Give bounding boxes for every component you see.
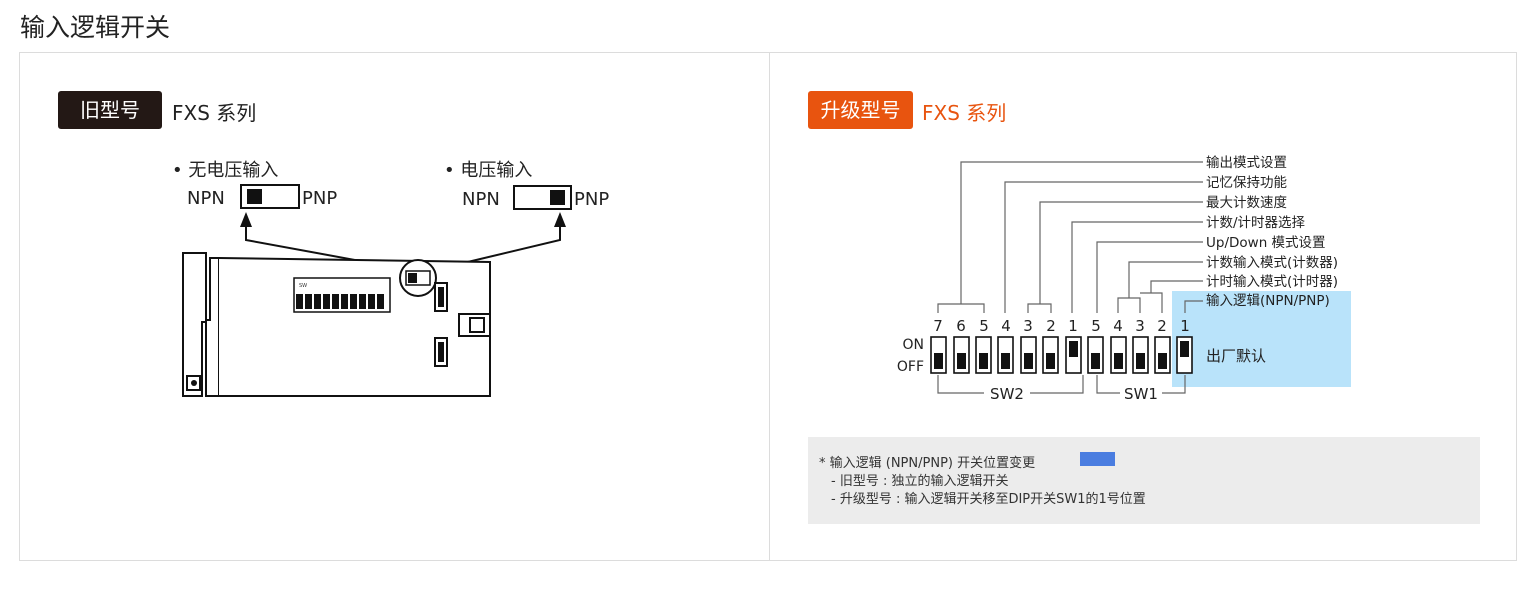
panel-divider bbox=[769, 53, 770, 560]
page-title: 输入逻辑开关 bbox=[20, 13, 171, 42]
note-line-3: - 升级型号 : 输入逻辑开关移至DIP开关SW1的1号位置 bbox=[831, 492, 1146, 507]
note-box bbox=[808, 437, 1480, 524]
sw1-num-4: 4 bbox=[1113, 317, 1123, 335]
sw1-label: SW1 bbox=[1124, 385, 1158, 403]
npn-switch bbox=[240, 184, 300, 209]
pnp-label-2: PNP bbox=[574, 189, 609, 210]
device-dip-sw-label: SW bbox=[299, 283, 307, 289]
sw2-num-1: 1 bbox=[1068, 317, 1078, 335]
new-model-dip-diagram: 输出模式设置 记忆保持功能 最大计数速度 计数/计时器选择 Up/Down 模式… bbox=[897, 155, 1351, 403]
on-label: ON bbox=[903, 337, 925, 353]
voltage-caption: • 电压输入 bbox=[444, 160, 532, 181]
npn-label-1: NPN bbox=[187, 188, 225, 209]
func-label-7: 计时输入模式(计时器) bbox=[1206, 274, 1338, 290]
func-label-2: 记忆保持功能 bbox=[1206, 175, 1287, 191]
func-label-4: 计数/计时器选择 bbox=[1206, 215, 1306, 231]
note-line-1: * 输入逻辑 (NPN/PNP) 开关位置变更 bbox=[819, 456, 1036, 471]
sw2-num-7: 7 bbox=[933, 317, 943, 335]
func-label-5: Up/Down 模式设置 bbox=[1206, 235, 1326, 251]
sw2-num-6: 6 bbox=[956, 317, 966, 335]
arrow-head-left bbox=[240, 212, 252, 227]
new-series-label: FXS 系列 bbox=[922, 101, 1007, 125]
func-label-3: 最大计数速度 bbox=[1206, 195, 1287, 211]
arrow-head-right bbox=[554, 212, 566, 227]
sw1-num-3: 3 bbox=[1135, 317, 1145, 335]
old-model-diagram: • 无电压输入 • 电压输入 NPN PNP NPN PNP SW bbox=[172, 160, 609, 397]
sw1-num-1: 1 bbox=[1180, 317, 1190, 335]
pnp-switch bbox=[513, 185, 572, 210]
screw-icon bbox=[191, 380, 197, 386]
device-body bbox=[182, 252, 491, 397]
pnp-label-1: PNP bbox=[302, 188, 337, 209]
off-label: OFF bbox=[897, 359, 924, 375]
sw1-num-5: 5 bbox=[1091, 317, 1101, 335]
sw1-num-2: 2 bbox=[1157, 317, 1167, 335]
note-line-2: - 旧型号 : 独立的输入逻辑开关 bbox=[831, 474, 1009, 489]
old-series-label: FXS 系列 bbox=[172, 101, 257, 125]
func-label-6: 计数输入模式(计数器) bbox=[1206, 255, 1338, 271]
sw2-num-2: 2 bbox=[1046, 317, 1056, 335]
factory-default-label: 出厂默认 bbox=[1206, 347, 1266, 365]
npn-label-2: NPN bbox=[462, 189, 500, 210]
no-voltage-caption: • 无电压输入 bbox=[172, 160, 278, 181]
old-model-badge: 旧型号 bbox=[58, 91, 162, 129]
sw2-num-4: 4 bbox=[1001, 317, 1011, 335]
sw2-label: SW2 bbox=[990, 385, 1024, 403]
sw2-num-5: 5 bbox=[979, 317, 989, 335]
note-color-swatch bbox=[1080, 452, 1115, 466]
sw2-num-3: 3 bbox=[1023, 317, 1033, 335]
leader-lines bbox=[937, 161, 1203, 394]
func-label-8: 输入逻辑(NPN/PNP) bbox=[1206, 293, 1330, 309]
input-logic-highlight bbox=[1172, 291, 1351, 387]
func-label-1: 输出模式设置 bbox=[1206, 155, 1287, 171]
new-model-badge: 升级型号 bbox=[808, 91, 913, 129]
diagram-frame bbox=[19, 52, 1517, 561]
device-logic-switch bbox=[399, 259, 437, 297]
device-dip-block: SW bbox=[293, 277, 391, 313]
